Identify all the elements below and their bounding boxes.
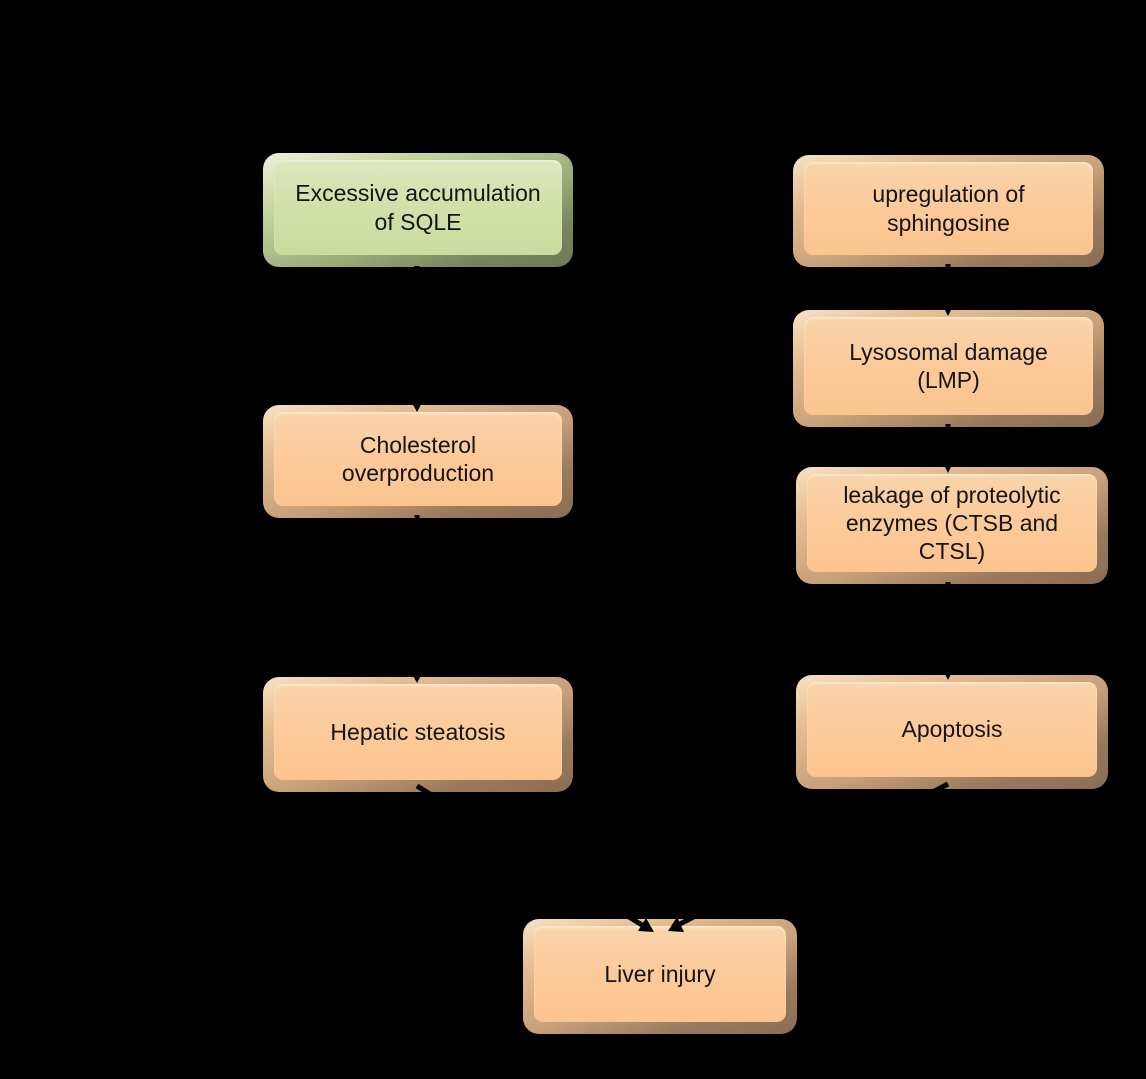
node-label: Excessive accumulation of SQLE — [274, 160, 562, 255]
node-label: Cholesterol overproduction — [274, 412, 562, 506]
node-label: Liver injury — [534, 926, 786, 1022]
node-label: upregulation of sphingosine — [804, 162, 1093, 255]
arrow-sqle-to-cholesterol — [410, 266, 424, 412]
node-apoptosis: Apoptosis — [796, 675, 1108, 789]
node-liver-injury: Liver injury — [523, 919, 797, 1034]
arrow-apoptosis-to-liver — [668, 781, 950, 932]
node-label: leakage of proteolytic enzymes (CTSB and… — [807, 474, 1097, 572]
node-excessive-accumulation-of-sqle: Excessive accumulation of SQLE — [263, 153, 573, 267]
node-label: Hepatic steatosis — [274, 684, 562, 780]
arrow-sphingosine-to-lysosomal — [941, 264, 955, 316]
node-label: Apoptosis — [807, 682, 1097, 777]
arrow-lysosomal-to-leakage — [941, 424, 955, 473]
node-hepatic-steatosis: Hepatic steatosis — [263, 677, 573, 792]
node-label: Lysosomal damage (LMP) — [804, 317, 1093, 415]
node-lysosomal-damage: Lysosomal damage (LMP) — [793, 310, 1104, 427]
arrow-cholesterol-to-hepatic — [410, 515, 424, 683]
arrow-hepatic-to-liver — [415, 783, 654, 932]
node-leakage-of-proteolytic-enzymes: leakage of proteolytic enzymes (CTSB and… — [796, 467, 1108, 584]
node-cholesterol-overproduction: Cholesterol overproduction — [263, 405, 573, 518]
node-upregulation-of-sphingosine: upregulation of sphingosine — [793, 155, 1104, 267]
arrow-leakage-to-apoptosis — [941, 582, 955, 680]
